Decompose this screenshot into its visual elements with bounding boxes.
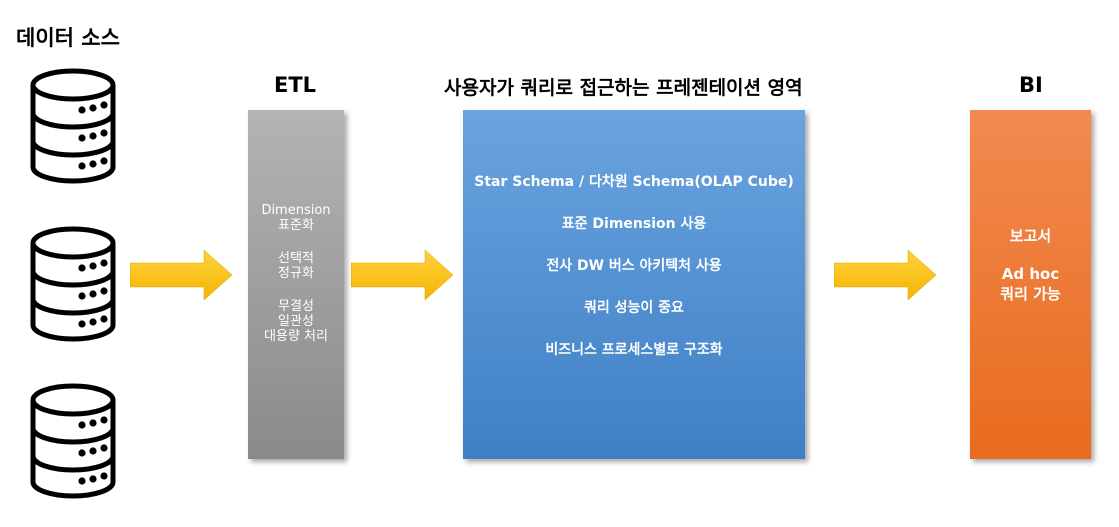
presentation-line: 전사 DW 버스 아키텍처 사용 <box>546 257 722 274</box>
etl-text: 무결성 <box>278 299 314 314</box>
bi-query: 쿼리 가능 <box>1000 284 1061 303</box>
bi-box: 보고서 Ad hoc 쿼리 가능 <box>970 110 1091 459</box>
presentation-line: 쿼리 성능이 중요 <box>584 299 684 316</box>
bi-title: BI <box>1019 73 1043 97</box>
etl-group-normalization: 선택적 정규화 <box>278 251 314 281</box>
presentation-line: 표준 Dimension 사용 <box>561 215 707 232</box>
bi-report: 보고서 <box>1009 226 1052 245</box>
etl-text: 일관성 <box>278 314 314 329</box>
presentation-line: Star Schema / 다차원 Schema(OLAP Cube) <box>474 173 794 190</box>
bi-adhoc: Ad hoc <box>1001 264 1060 283</box>
etl-text: 표준화 <box>278 218 314 233</box>
database-icon <box>30 383 116 499</box>
etl-text: 정규화 <box>278 266 314 281</box>
data-source-title: 데이터 소스 <box>16 26 120 50</box>
etl-text: 대용량 처리 <box>264 329 328 344</box>
etl-group-standardization: Dimension 표준화 <box>261 203 330 233</box>
presentation-box: Star Schema / 다차원 Schema(OLAP Cube) 표준 D… <box>463 110 805 459</box>
etl-text: 선택적 <box>278 251 314 266</box>
presentation-line: 비즈니스 프로세스별로 구조화 <box>545 341 723 358</box>
etl-title: ETL <box>274 73 317 97</box>
etl-box: Dimension 표준화 선택적 정규화 무결성 일관성 대용량 처리 <box>248 110 344 459</box>
database-icon <box>30 226 116 342</box>
arrow-right-icon <box>834 249 937 301</box>
arrow-right-icon <box>130 249 233 301</box>
arrow-right-icon <box>351 249 454 301</box>
etl-text: Dimension <box>261 203 331 218</box>
presentation-title: 사용자가 쿼리로 접근하는 프레젠테이션 영역 <box>444 77 803 99</box>
database-icon <box>30 68 116 184</box>
etl-group-integrity: 무결성 일관성 대용량 처리 <box>264 299 328 344</box>
